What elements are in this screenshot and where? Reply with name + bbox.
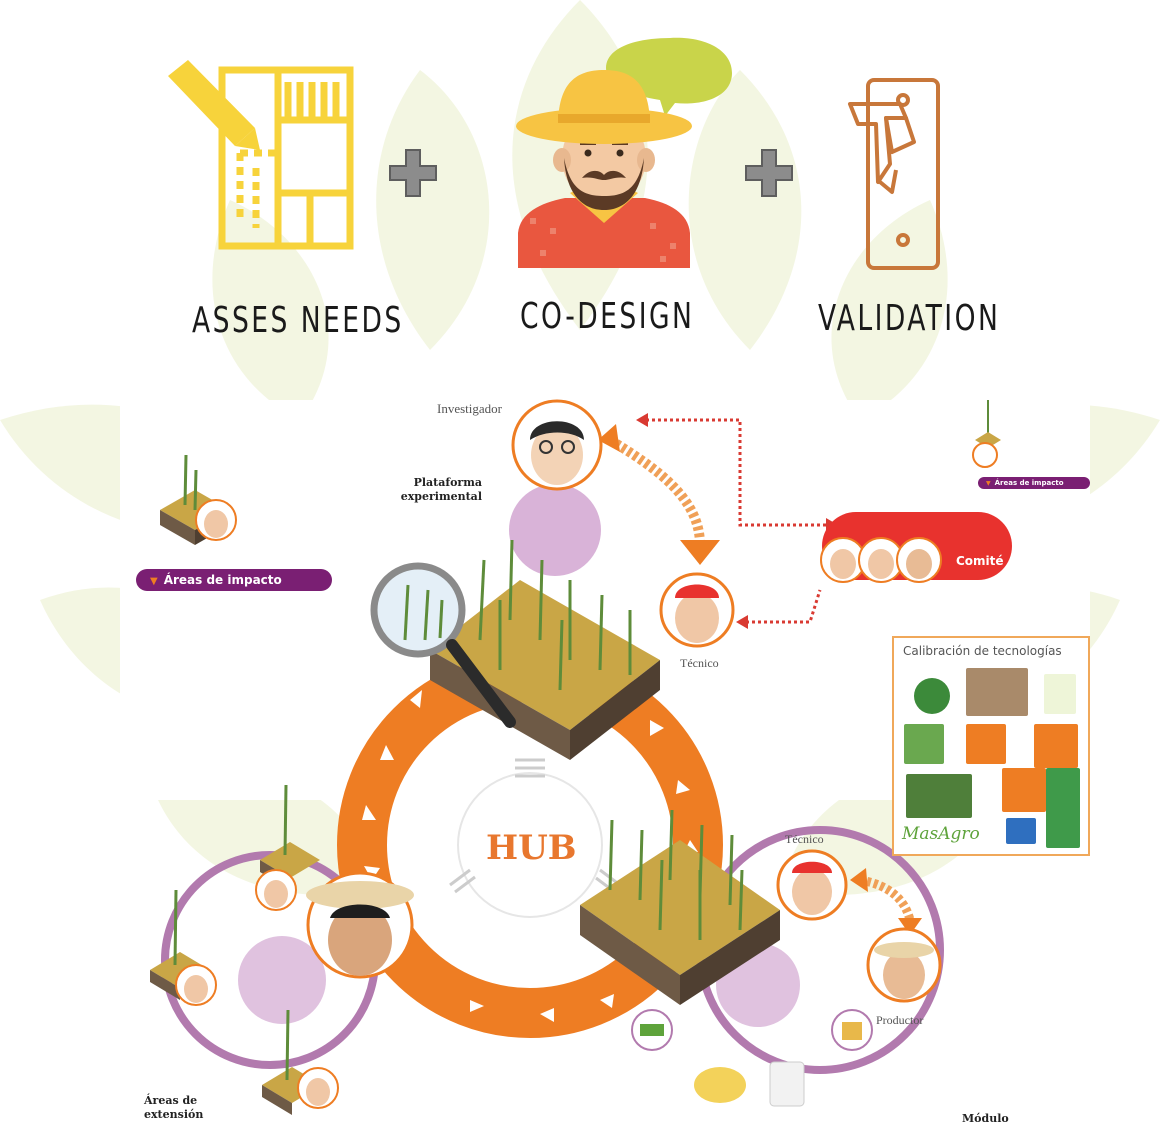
triangle-down-icon: ▼	[986, 480, 991, 487]
label-plataforma-line1: Plataforma	[413, 476, 482, 489]
sprout-icon	[1044, 674, 1076, 714]
label-plataforma-line2: experimental	[400, 490, 482, 503]
satellite-globe-icon	[914, 678, 950, 714]
label-productor: Productor	[876, 1013, 924, 1027]
label-plataforma: Plataforma experimental	[400, 476, 482, 504]
areas-impacto-small-label: Áreas de impacto	[994, 479, 1064, 487]
wheat-tile	[1034, 724, 1078, 768]
label-tecnico-top: Técnico	[680, 656, 719, 670]
label-modulo: Módulo	[962, 1112, 1009, 1125]
areas-impacto-pill: ▼ Áreas de impacto	[136, 569, 332, 591]
calibracion-panel: Calibración de tecnologías MasAgro	[892, 636, 1090, 856]
switch-icon	[848, 78, 940, 270]
computer-icon	[1006, 818, 1036, 844]
label-hub: HUB	[486, 828, 577, 868]
masagro-logo: MasAgro	[902, 824, 980, 844]
plus-icon	[745, 149, 793, 197]
calibracion-title: Calibración de tecnologías	[903, 644, 1062, 658]
areas-impacto-pill-small: ▼Áreas de impacto	[978, 477, 1090, 489]
triangle-down-icon: ▼	[150, 576, 158, 587]
label-investigador: Investigador	[437, 401, 502, 416]
areas-impacto-label: Áreas de impacto	[163, 573, 282, 587]
label-areas-extension-line2: extensión	[144, 1108, 204, 1121]
silo-icon	[904, 724, 944, 764]
field-photo	[906, 774, 972, 818]
stage-label-validation: VALIDATION	[818, 298, 1001, 339]
stage-label-asses-needs: ASSES NEEDS	[192, 300, 404, 341]
green-tile	[1046, 768, 1080, 848]
label-tecnico-right: Técnico	[785, 832, 824, 846]
plus-icon	[389, 149, 437, 197]
label-areas-extension: Áreas de extensión	[144, 1094, 203, 1122]
label-areas-extension-line1: Áreas de	[144, 1094, 198, 1107]
farmer-speech-icon	[516, 37, 732, 268]
blueprint-pencil-icon	[168, 60, 354, 250]
label-comite: Comité	[956, 554, 1004, 568]
seed-tile	[966, 724, 1006, 764]
wheat-tile-2	[1002, 768, 1046, 812]
stage-label-co-design: CO-DESIGN	[520, 296, 695, 337]
tractor-photo	[966, 668, 1028, 716]
